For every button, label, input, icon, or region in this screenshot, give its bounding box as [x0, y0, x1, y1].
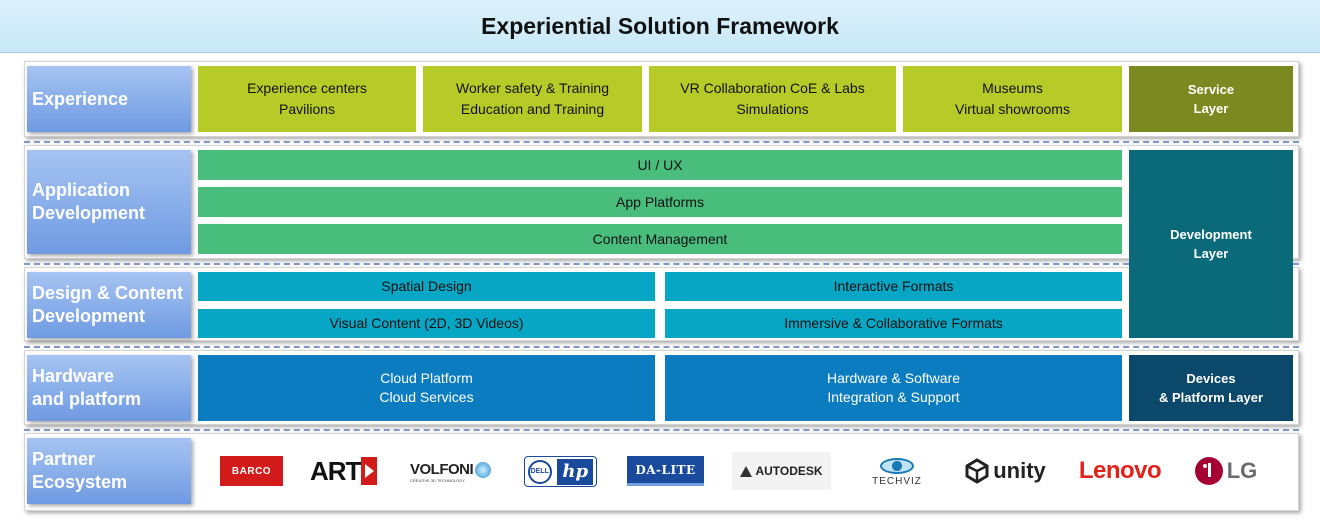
logo-autodesk-text: AUTODESK	[755, 464, 823, 478]
box-line: Cloud Services	[379, 389, 474, 405]
volfoni-circle-icon	[475, 461, 492, 478]
logo-techviz: TECHVIZ	[864, 455, 930, 489]
cell-immersive-formats: Immersive & Collaborative Formats	[665, 309, 1122, 338]
logo-art: ART	[310, 455, 382, 486]
development-layer-box: Development Layer	[1129, 150, 1293, 338]
bar-text: UI / UX	[637, 156, 683, 173]
label-design-line1: Design & Content	[32, 283, 183, 303]
separator-line	[24, 263, 1299, 265]
box-line: Worker safety & Training	[455, 80, 610, 96]
box-line: Service	[1187, 82, 1235, 97]
box-line: Development	[1170, 227, 1252, 242]
cell-text: Spatial Design	[381, 278, 472, 294]
box-line: Layer	[1193, 101, 1229, 116]
label-experience-text: Experience	[32, 88, 129, 109]
logo-volfoni: VOLFONI CREATIVE 3D TECHNOLOGY	[410, 456, 496, 488]
logo-hp-text: hp	[562, 461, 589, 482]
label-partner-ecosystem: Partner Ecosystem	[27, 438, 191, 504]
label-application-line2: Development	[32, 203, 146, 223]
devices-platform-layer-box: Devices & Platform Layer	[1129, 355, 1293, 421]
box-hardware-software: Hardware & Software Integration & Suppor…	[665, 355, 1122, 421]
bar-content-management: Content Management	[198, 224, 1122, 254]
logo-dell-hp: DELL hp	[524, 456, 597, 487]
label-experience: Experience	[27, 66, 191, 132]
play-icon	[361, 457, 378, 485]
label-design-content-development: Design & Content Development	[27, 272, 191, 338]
cell-text: Visual Content (2D, 3D Videos)	[329, 315, 524, 331]
logo-dell-text: DELL	[530, 468, 549, 475]
lg-face-icon	[1194, 457, 1223, 485]
label-hardware-line1: Hardware	[32, 366, 115, 386]
box-line: Simulations	[736, 101, 809, 117]
box-line: Integration & Support	[827, 389, 960, 405]
label-hardware-line2: and platform	[32, 389, 142, 409]
page-title: Experiential Solution Framework	[0, 0, 1320, 53]
box-line: Education and Training	[460, 101, 605, 117]
experience-box-centers: Experience centers Pavilions	[198, 66, 416, 132]
box-line: Devices	[1186, 371, 1236, 386]
autodesk-triangle-icon	[740, 465, 753, 477]
box-line: Virtual showrooms	[955, 101, 1070, 117]
label-hardware-platform: Hardware and platform	[27, 355, 191, 421]
hp-badge: hp	[557, 458, 594, 485]
logo-da-lite-text: DA-LITE	[635, 462, 696, 477]
box-line: Experience centers	[247, 80, 367, 96]
bar-ui-ux: UI / UX	[198, 150, 1122, 180]
logo-volfoni-text: VOLFONI	[410, 461, 474, 478]
experience-box-vr-collaboration: VR Collaboration CoE & Labs Simulations	[649, 66, 896, 132]
separator-line	[24, 346, 1299, 348]
box-cloud-platform: Cloud Platform Cloud Services	[198, 355, 655, 421]
logo-lg: LG	[1193, 456, 1259, 486]
label-application-line1: Application	[32, 180, 130, 200]
logo-barco: BARCO	[220, 456, 283, 486]
box-line: VR Collaboration CoE & Labs	[680, 80, 865, 96]
experience-box-worker-safety: Worker safety & Training Education and T…	[423, 66, 642, 132]
unity-cube-icon	[965, 458, 989, 484]
logo-volfoni-tagline: CREATIVE 3D TECHNOLOGY	[410, 478, 465, 483]
box-line: Museums	[982, 80, 1043, 96]
logo-lenovo: Lenovo	[1074, 456, 1166, 486]
label-design-line2: Development	[32, 306, 146, 326]
separator-line	[24, 429, 1299, 431]
bar-text: App Platforms	[616, 193, 704, 210]
logo-unity-text: unity	[993, 458, 1046, 483]
cell-spatial-design: Spatial Design	[198, 272, 655, 301]
logo-da-lite: DA-LITE	[627, 456, 704, 486]
label-partner-line2: Ecosystem	[32, 472, 128, 492]
logo-unity: unity	[960, 455, 1050, 487]
logo-autodesk: AUTODESK	[732, 452, 831, 490]
service-layer-box: Service Layer	[1129, 66, 1293, 132]
cell-visual-content: Visual Content (2D, 3D Videos)	[198, 309, 655, 338]
cell-text: Immersive & Collaborative Formats	[784, 315, 1003, 331]
separator-line	[24, 141, 1299, 143]
box-line: Hardware & Software	[826, 370, 961, 386]
logo-lenovo-text: Lenovo	[1078, 457, 1162, 484]
techviz-eye-icon	[880, 457, 914, 474]
logo-barco-text: BARCO	[231, 465, 272, 477]
box-line: Layer	[1193, 246, 1229, 261]
label-application-development: Application Development	[27, 150, 191, 254]
box-line: Cloud Platform	[380, 370, 473, 386]
experience-box-museums: Museums Virtual showrooms	[903, 66, 1122, 132]
bar-app-platforms: App Platforms	[198, 187, 1122, 217]
box-line: Pavilions	[278, 101, 336, 117]
cell-text: Interactive Formats	[833, 278, 954, 294]
logo-art-text: ART	[310, 455, 361, 486]
cell-interactive-formats: Interactive Formats	[665, 272, 1122, 301]
label-partner-line1: Partner	[32, 449, 96, 469]
logo-lg-text: LG	[1226, 458, 1258, 483]
dell-badge: DELL	[527, 459, 552, 484]
logo-techviz-text: TECHVIZ	[872, 475, 922, 487]
box-line: & Platform Layer	[1158, 390, 1264, 405]
bar-text: Content Management	[592, 230, 728, 247]
